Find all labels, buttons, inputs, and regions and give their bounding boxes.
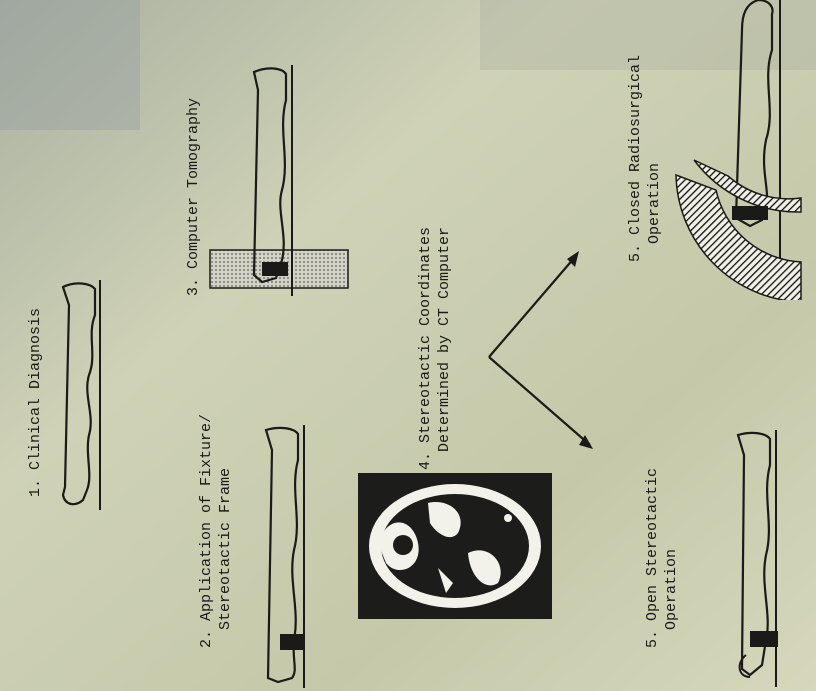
step4-label: 4. Stereotactic Coordinates Determined b… (416, 227, 454, 470)
step5a-line2: Operation (662, 468, 681, 648)
step1-head-outline (55, 275, 115, 515)
step5b-line1: 5. Closed Radiosurgical (626, 55, 645, 262)
step2-line2: Stereotactic Frame (216, 414, 235, 648)
step5b-gamma-unit (666, 0, 816, 300)
step5a-line1: 5. Open Stereotactic (643, 468, 662, 648)
step2-line1: 2. Application of Fixture/ (197, 414, 216, 648)
step5a-head-with-frame (728, 425, 816, 691)
step3-head-in-ct (206, 60, 356, 300)
step3-line1: 3. Computer Tomography (184, 98, 203, 296)
step2-label: 2. Application of Fixture/ Stereotactic … (197, 414, 235, 648)
step1-label: 1. Clinical Diagnosis (26, 308, 45, 497)
step3-label: 3. Computer Tomography (184, 98, 203, 296)
step5b-label: 5. Closed Radiosurgical Operation (626, 55, 664, 262)
step2-head-with-frame (258, 420, 328, 690)
step1-line1: 1. Clinical Diagnosis (26, 308, 45, 497)
stereotactic-frame (280, 634, 304, 650)
step4-line2: Determined by CT Computer (435, 227, 454, 470)
step5b-line2: Operation (645, 55, 664, 262)
step5a-label: 5. Open Stereotactic Operation (643, 468, 681, 648)
step4-line1: 4. Stereotactic Coordinates (416, 227, 435, 470)
coordinate-arrows (475, 245, 595, 455)
ct-scan-image (358, 473, 552, 619)
